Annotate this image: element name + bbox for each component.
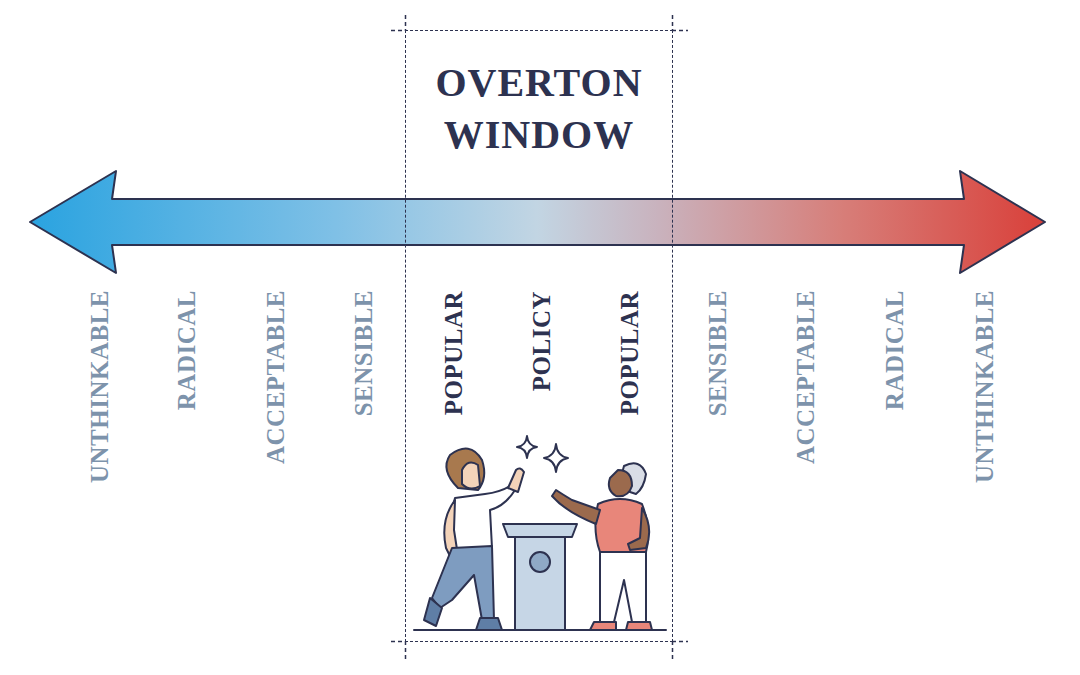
spectrum-label: UNTHINKABLE <box>971 290 999 483</box>
window-frame <box>391 15 688 660</box>
spectrum-label: POPULAR <box>440 291 468 415</box>
spectrum-label: POPULAR <box>616 291 644 415</box>
people-at-podium <box>414 436 666 630</box>
spectrum-arrow <box>30 171 1045 273</box>
spectrum-label: RADICAL <box>173 290 201 410</box>
spectrum-label: UNTHINKABLE <box>86 290 114 483</box>
spectrum-label: ACCEPTABLE <box>262 290 290 464</box>
spectrum-label: RADICAL <box>881 290 909 410</box>
spectrum-label: POLICY <box>528 291 556 391</box>
spectrum-label: ACCEPTABLE <box>792 290 820 464</box>
spectrum-label: SENSIBLE <box>350 290 378 416</box>
window-title: OVERTON WINDOW <box>406 57 672 161</box>
spectrum-label: SENSIBLE <box>704 290 732 416</box>
overton-window: OVERTON WINDOW POPULAR POLICY POPULAR <box>405 30 673 642</box>
